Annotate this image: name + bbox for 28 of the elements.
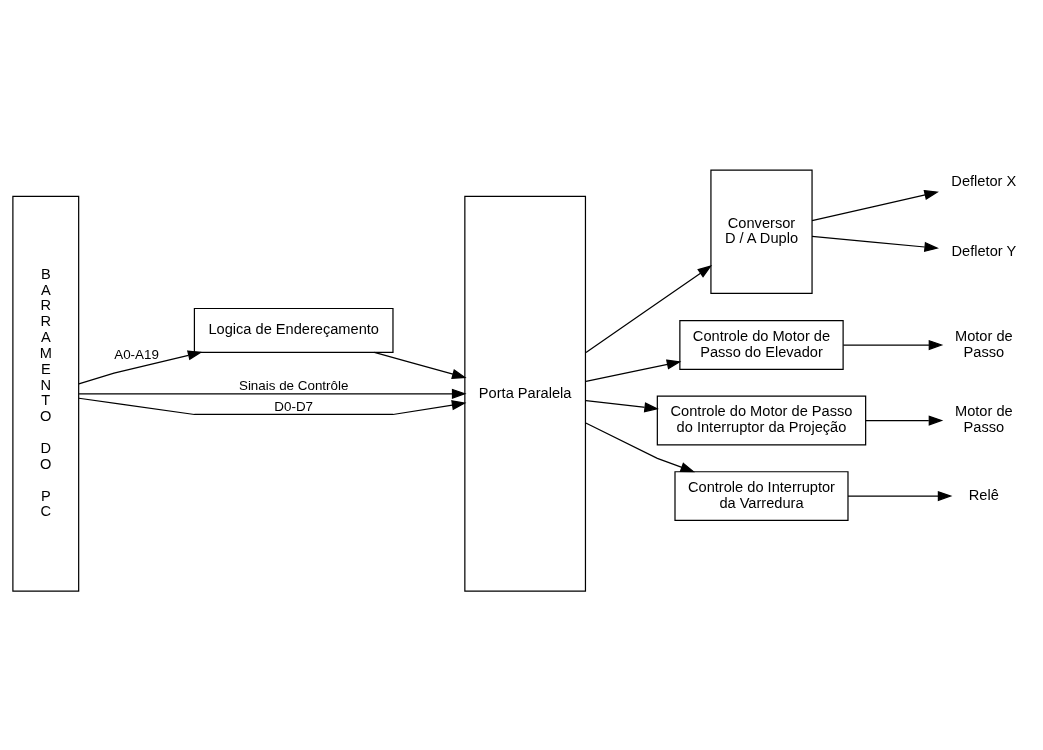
- node-box: Conversor D / A Duplo: [710, 169, 813, 294]
- node-box: BARRAMENTO DO PC: [12, 195, 80, 592]
- edge-label: D0-D7: [274, 398, 314, 414]
- arrow: [847, 490, 953, 501]
- arrow: [585, 399, 659, 412]
- arrow: [811, 235, 939, 252]
- node-box: Controle do Motor de Passo do Elevador: [679, 319, 844, 370]
- node-text: Defletor X: [951, 172, 1017, 189]
- arrow: [78, 397, 467, 415]
- node-box: Logica de Endereçamento: [193, 307, 394, 353]
- node-text: Motor de Passo: [954, 327, 1013, 360]
- arrow: [373, 351, 467, 379]
- edge-label: A0-A19: [114, 346, 159, 362]
- arrow: [865, 414, 944, 426]
- arrow: [585, 264, 713, 353]
- node-box: Controle do Motor de Passo do Interruptor da Projeção: [656, 395, 867, 446]
- node-text: Defletor Y: [951, 242, 1017, 259]
- node-box: Controle do Interruptor da Varredura: [674, 470, 849, 521]
- arrow: [811, 189, 939, 221]
- node-text: Relê: [968, 486, 999, 503]
- node-box: Porta Paralela: [464, 195, 587, 592]
- arrow: [78, 388, 467, 399]
- arrow: [585, 358, 682, 382]
- arrow: [585, 421, 696, 472]
- node-text: Motor de Passo: [954, 402, 1013, 435]
- arrow: [78, 349, 203, 385]
- arrow: [842, 339, 944, 350]
- edge-label: Sinais de Contrôle: [238, 377, 349, 393]
